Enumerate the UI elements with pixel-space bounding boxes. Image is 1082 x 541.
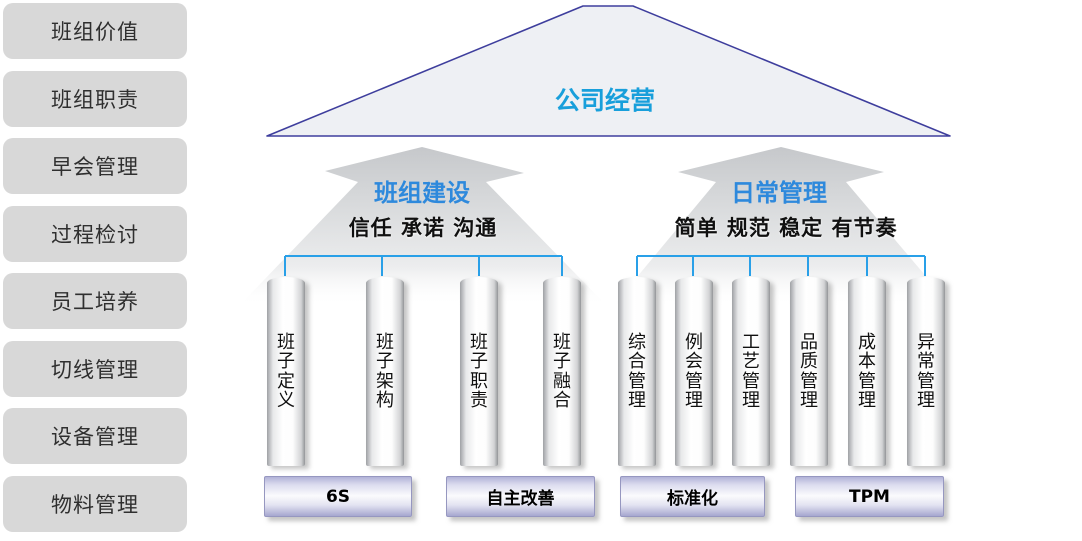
- arrow-mountain-left: [238, 147, 608, 307]
- pillar-label: 品 质 管 理: [800, 331, 818, 411]
- pillar-general-mgmt: 综 合 管 理: [618, 277, 656, 466]
- pillar-label: 成 本 管 理: [858, 331, 876, 411]
- base-kaizen: 自主改善: [446, 476, 595, 517]
- pillar-cost-mgmt: 成 本 管 理: [848, 277, 886, 466]
- group-subtitle-daily-mgmt: 简单 规范 稳定 有节奏: [674, 216, 898, 240]
- pillar-label: 班 子 架 构: [376, 331, 394, 411]
- sidebar-item-equipment-mgmt[interactable]: 设备管理: [3, 408, 187, 464]
- roof-label: 公司经营: [554, 86, 655, 115]
- sidebar-item-line-cutting[interactable]: 切线管理: [3, 340, 187, 397]
- pillar-meeting-mgmt: 例 会 管 理: [675, 277, 713, 466]
- pillar-process-mgmt: 工 艺 管 理: [732, 277, 770, 466]
- group-title-team-building: 班组建设: [374, 179, 470, 207]
- base-6s: 6S: [264, 476, 412, 517]
- pillar-team-definition: 班 子 定 义: [267, 277, 305, 466]
- sidebar-item-staff-training[interactable]: 员工培养: [3, 273, 187, 329]
- pillar-label: 班 子 职 责: [470, 331, 488, 411]
- pillar-label: 例 会 管 理: [685, 331, 703, 411]
- pillar-label: 工 艺 管 理: [742, 331, 760, 411]
- roof-shape: [266, 5, 951, 137]
- sidebar: 班组价值 班组职责 早会管理 过程检讨 员工培养 切线管理 设备管理 物料管理: [3, 3, 187, 532]
- pillar-team-integration: 班 子 融 合: [543, 277, 581, 466]
- pillar-abnormal-mgmt: 异 常 管 理: [907, 277, 945, 466]
- sidebar-item-process-review[interactable]: 过程检讨: [3, 205, 187, 262]
- pillar-label: 综 合 管 理: [628, 331, 646, 411]
- sidebar-item-material-mgmt[interactable]: 物料管理: [3, 475, 187, 532]
- group-subtitle-team-building: 信任 承诺 沟通: [348, 216, 498, 240]
- pillar-team-structure: 班 子 架 构: [366, 277, 404, 466]
- connector-right: [636, 255, 926, 276]
- connector-left: [284, 255, 563, 276]
- pillar-quality-mgmt: 品 质 管 理: [790, 277, 828, 466]
- pillar-team-duty: 班 子 职 责: [460, 277, 498, 466]
- sidebar-item-team-value[interactable]: 班组价值: [3, 3, 187, 59]
- pillar-label: 班 子 融 合: [553, 331, 571, 411]
- pillar-label: 班 子 定 义: [277, 331, 295, 411]
- base-tpm: TPM: [795, 476, 944, 517]
- group-title-daily-mgmt: 日常管理: [731, 179, 827, 207]
- pillar-label: 异 常 管 理: [917, 331, 935, 411]
- sidebar-item-morning-meeting[interactable]: 早会管理: [3, 138, 187, 194]
- base-standardize: 标准化: [620, 476, 765, 517]
- sidebar-item-team-duty[interactable]: 班组职责: [3, 70, 187, 127]
